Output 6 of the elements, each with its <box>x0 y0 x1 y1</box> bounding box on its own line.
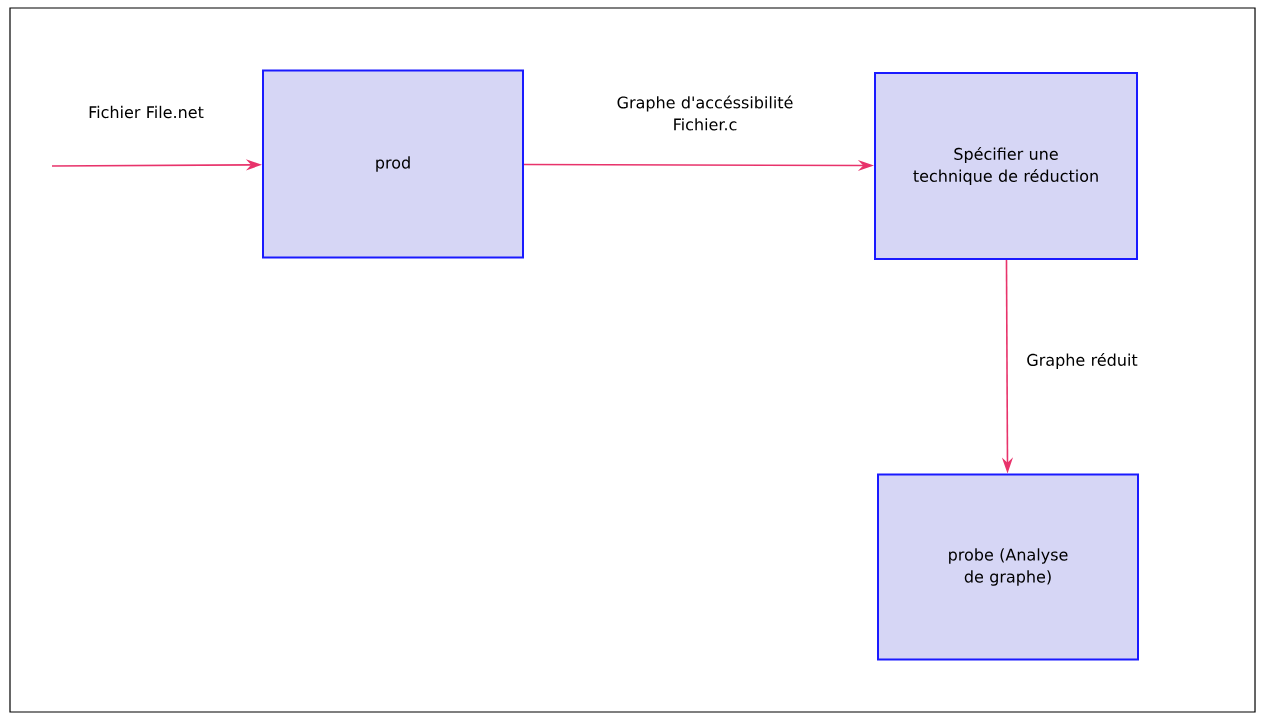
edge-label: Graphe d'accéssibilité Fichier.c <box>617 95 793 131</box>
process-box: probe (Analyse de graphe) <box>877 473 1139 661</box>
edge-label: Fichier File.net <box>89 105 204 119</box>
process-box: prod <box>262 69 524 259</box>
edge-label: Graphe réduit <box>1027 352 1138 370</box>
process-box: Spécifier une technique de réduction <box>874 72 1138 260</box>
